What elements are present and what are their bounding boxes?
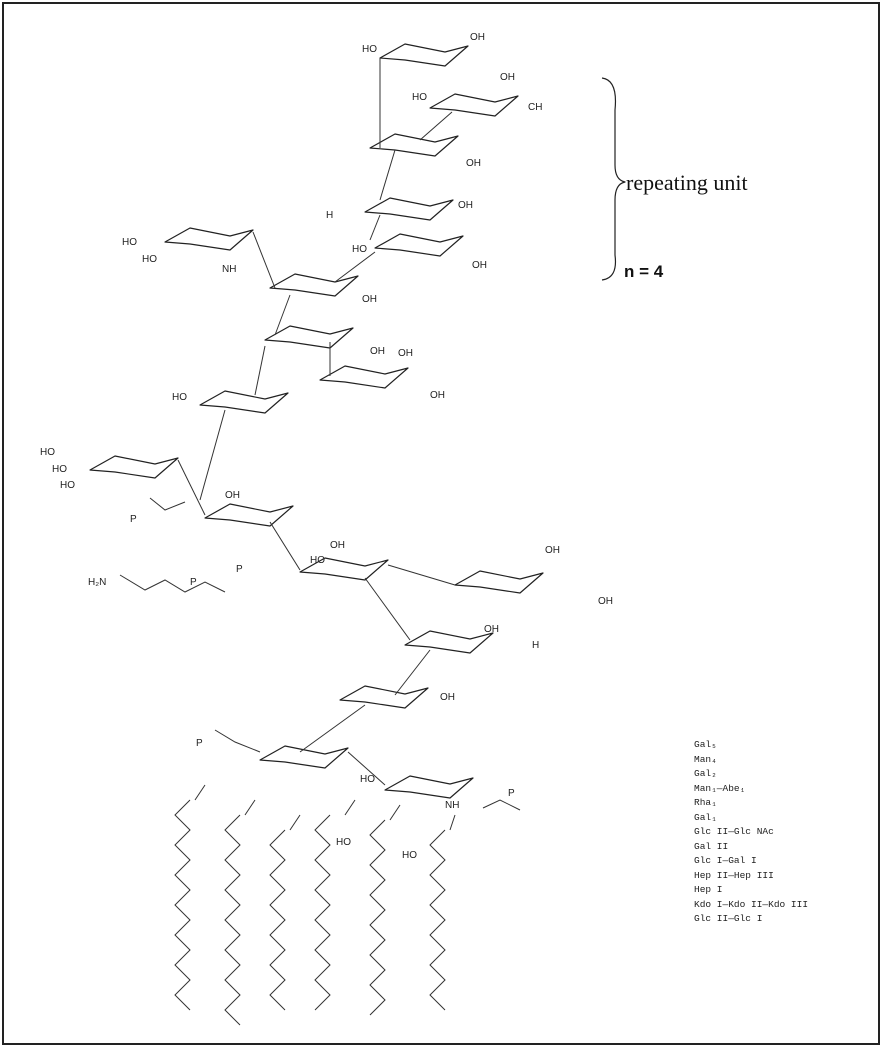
ring-glcnac [164,227,254,251]
label-oh: OH [500,72,515,83]
label-oh: OH [370,346,385,357]
ring-glcN2 [259,745,349,769]
legend-row: Gal₅ [694,739,717,750]
label-ho: HO [52,464,67,475]
legend-row: Glc I—Gal I [694,855,757,866]
label-ho: HO [412,92,427,103]
ring-gal5 [379,43,469,67]
label-ho: HO [310,555,325,566]
label-nh: NH [445,800,459,811]
ring-hep1 [299,557,389,581]
ring-glcN1 [384,775,474,799]
label-ho: HO [402,850,417,861]
label-p: P [236,564,243,575]
label-oh: OH [458,200,473,211]
glycosidic-bonds [177,58,456,786]
label-h2n: H₂N [88,577,106,588]
sugar-sequence-legend: Gal₅ Man₄ Gal₂ Man₁—Abe₁ Rha₁ Gal₁ Glc I… [694,738,808,927]
label-ho: HO [360,774,375,785]
ring-gal-ii [319,365,409,389]
repeating-unit-label: repeating unit [626,170,748,195]
ring-kdo1 [339,685,429,709]
label-oh: OH [398,348,413,359]
label-ho: HO [172,392,187,403]
ring-gal1 [269,273,359,297]
ring-kdo2 [404,630,494,654]
ring-gal2 [369,133,459,157]
label-p: P [130,514,137,525]
label-ho: HO [142,254,157,265]
legend-row: Gal₂ [694,768,717,779]
label-h: H [532,640,539,651]
legend-row: Man₄ [694,753,717,765]
fatty-acid-chains [174,784,456,1026]
label-ho: HO [352,244,367,255]
ring-hep3 [454,570,544,594]
label-p: P [508,788,515,799]
label-ho: HO [122,237,137,248]
ring-man4 [429,93,519,117]
label-oh: OH [598,596,613,607]
legend-row: Gal₁ [694,811,717,823]
label-p: P [196,738,203,749]
label-ho: HO [40,447,55,458]
label-ho: HO [60,480,75,491]
legend-row: Kdo I—Kdo II—Kdo III [694,898,809,910]
legend-row: Hep I [694,884,723,895]
label-p: P [190,577,197,588]
ring-rha [374,233,464,257]
legend-row: Rha₁ [694,797,717,808]
label-h3c: H [326,210,333,221]
label-oh: OH [225,490,240,501]
repeat-count-label: n = 4 [624,262,664,281]
ring-abe [364,197,454,221]
legend-row: Hep II—Hep III [694,869,774,881]
legend-row: Man₁—Abe₁ [694,782,746,794]
label-nh: NH [222,264,236,275]
label-oh: OH [470,32,485,43]
label-oh: OH [472,260,487,271]
label-oh: OH [330,540,345,551]
ring-galI [89,455,179,479]
label-oh: OH [545,545,560,556]
label-oh: OH [484,624,499,635]
atom-labels: HO OH OH CH HO OH H OH HO OH HO HO NH OH… [40,32,613,861]
ring-hep2 [204,503,294,527]
legend-row: Glc II—Glc I [694,913,763,924]
sugar-rings [89,43,544,799]
label-ch3: CH [528,102,542,113]
legend-row: Glc II—Glc NAc [694,826,774,837]
label-oh: OH [440,692,455,703]
label-oh: OH [362,294,377,305]
legend-row: Gal II [694,840,729,852]
ring-glc1 [199,390,289,414]
repeating-unit-brace [601,77,626,281]
ring-glc2 [264,325,354,349]
label-oh: OH [466,158,481,169]
label-ho: HO [336,837,351,848]
label-ho: HO [362,44,377,55]
phosphate-groups [119,497,521,811]
label-oh: OH [430,390,445,401]
